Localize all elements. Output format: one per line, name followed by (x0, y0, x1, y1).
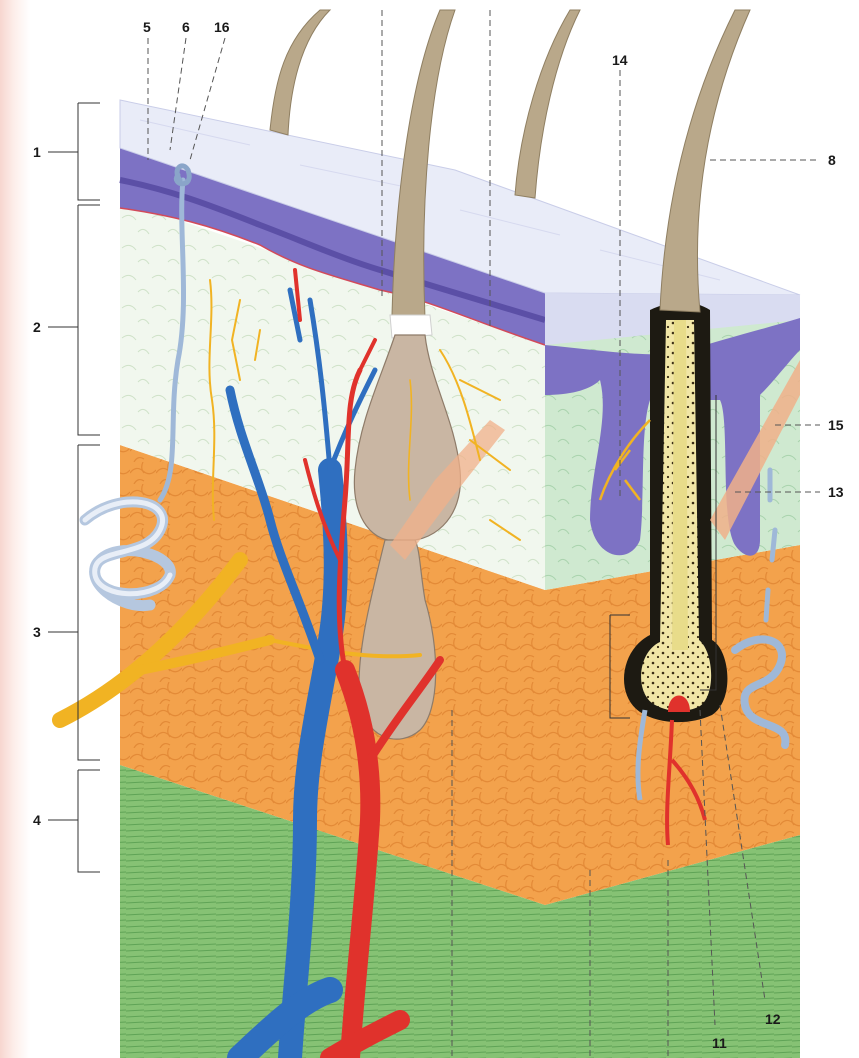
label-15: 15 (828, 418, 844, 432)
label-2: 2 (33, 320, 41, 334)
label-16: 16 (214, 20, 230, 34)
label-11: 11 (712, 1036, 727, 1050)
label-8: 8 (828, 153, 836, 167)
label-12: 12 (765, 1012, 781, 1026)
label-3: 3 (33, 625, 41, 639)
label-4: 4 (33, 813, 41, 827)
label-1: 1 (33, 145, 41, 159)
label-6: 6 (182, 20, 190, 34)
label-13: 13 (828, 485, 844, 499)
block-right-face (545, 293, 800, 1058)
label-5: 5 (143, 20, 151, 34)
label-14: 14 (612, 53, 628, 67)
